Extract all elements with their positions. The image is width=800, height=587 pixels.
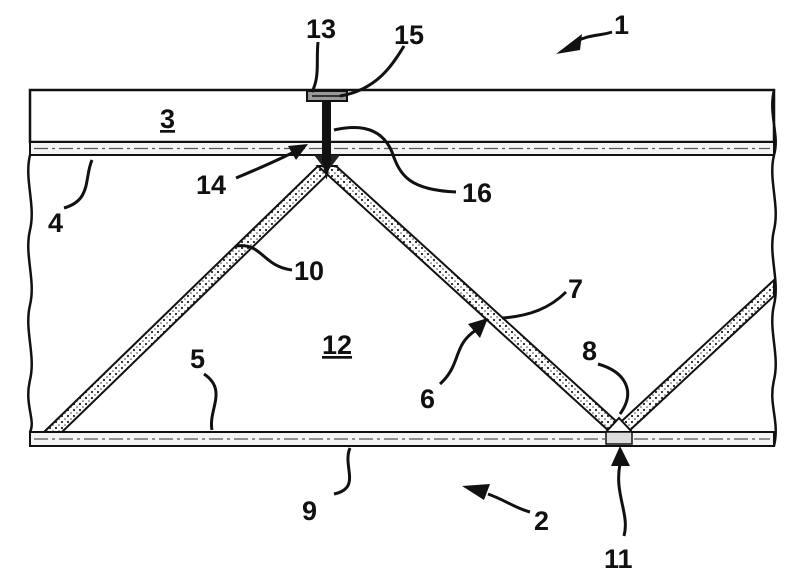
leader-1-arrowhead bbox=[556, 34, 582, 54]
label-7: 7 bbox=[568, 274, 583, 304]
label-5: 5 bbox=[190, 344, 205, 374]
web-strip-left bbox=[41, 165, 339, 433]
label-13: 13 bbox=[306, 14, 336, 44]
label-2: 2 bbox=[534, 506, 549, 536]
leader-16 bbox=[333, 126, 457, 194]
leader-11-arrowhead bbox=[611, 446, 630, 466]
label-8: 8 bbox=[582, 336, 597, 366]
leader-11-arrow bbox=[617, 463, 627, 537]
right-break-line bbox=[771, 89, 777, 447]
label-1: 1 bbox=[614, 10, 629, 40]
label-10: 10 bbox=[294, 256, 324, 286]
top-board bbox=[28, 88, 776, 144]
label-15: 15 bbox=[394, 20, 424, 50]
label-4: 4 bbox=[48, 208, 63, 238]
left-break-line bbox=[27, 154, 33, 433]
label-16: 16 bbox=[462, 178, 492, 208]
web-strip-right bbox=[607, 277, 775, 433]
leader-5 bbox=[203, 372, 218, 431]
leader-7 bbox=[501, 290, 568, 320]
label-9: 9 bbox=[302, 496, 317, 526]
leader-15 bbox=[339, 45, 406, 98]
label-3: 3 bbox=[160, 104, 175, 134]
leader-14-arrow bbox=[235, 150, 295, 180]
fastener-tip bbox=[322, 161, 331, 180]
label-11: 11 bbox=[604, 544, 633, 574]
bottom-joint-base bbox=[605, 431, 633, 445]
leader-6-arrow bbox=[438, 328, 477, 386]
leader-8 bbox=[597, 362, 630, 415]
leader-6-arrowhead bbox=[468, 318, 488, 338]
leader-4 bbox=[63, 159, 94, 210]
leader-10 bbox=[235, 244, 293, 272]
fastener-shank bbox=[322, 101, 331, 161]
leader-9 bbox=[333, 447, 352, 496]
leader-13 bbox=[310, 41, 320, 93]
leader-14-arrowhead bbox=[288, 144, 308, 160]
leader-2-arrowhead bbox=[462, 484, 490, 500]
label-6: 6 bbox=[420, 384, 435, 414]
label-14: 14 bbox=[196, 170, 226, 200]
leader-2-arrow bbox=[487, 492, 531, 514]
label-12: 12 bbox=[322, 330, 352, 360]
